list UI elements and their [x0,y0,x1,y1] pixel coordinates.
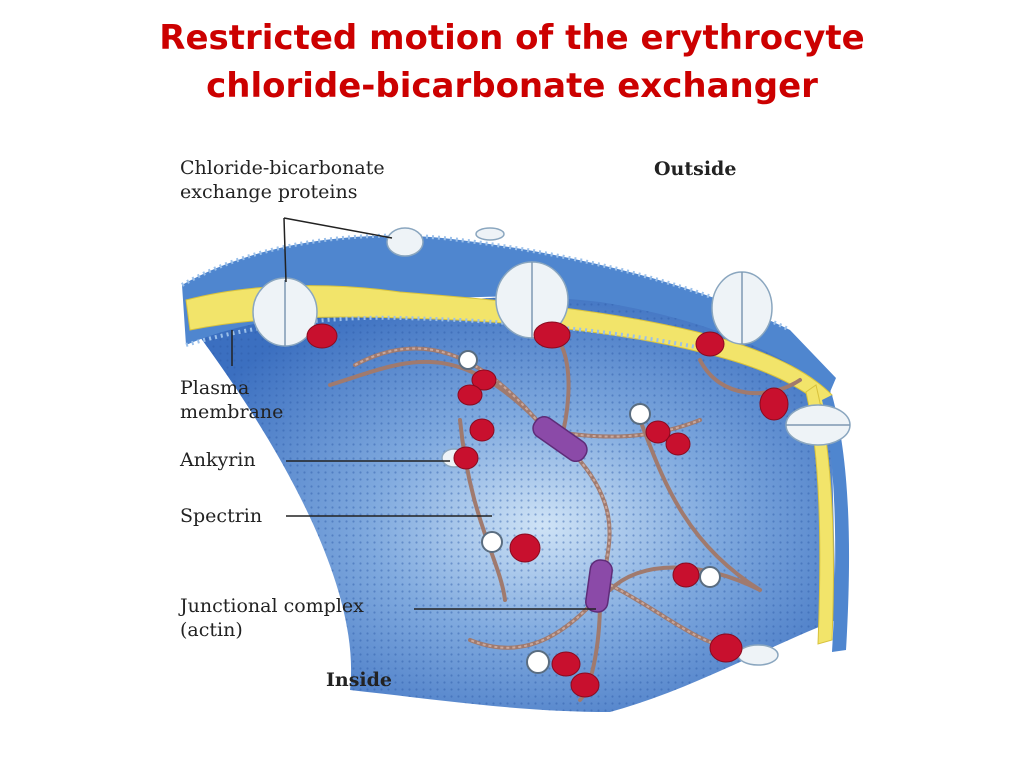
label-junctional-complex: Junctional complex (actin) [180,594,364,642]
label-exchange-proteins: Chloride-bicarbonate exchange proteins [180,156,385,204]
exchanger-4 [786,405,850,445]
label-spectrin: Spectrin [180,504,262,528]
label-plasma-membrane: Plasma membrane [180,376,283,424]
label-outside: Outside [654,157,736,181]
label-ankyrin: Ankyrin [180,448,256,472]
exchanger-3 [712,272,772,344]
label-inside: Inside [326,668,392,692]
